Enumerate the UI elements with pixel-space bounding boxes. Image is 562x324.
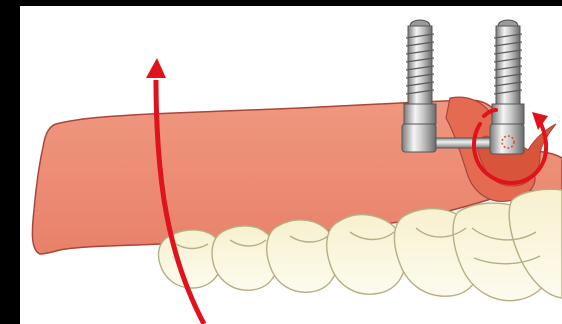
implant-left-collar	[404, 104, 436, 124]
implant-left-abutment	[402, 124, 436, 152]
implant-right-abutment	[490, 124, 524, 154]
implant-right-collar	[492, 104, 524, 124]
